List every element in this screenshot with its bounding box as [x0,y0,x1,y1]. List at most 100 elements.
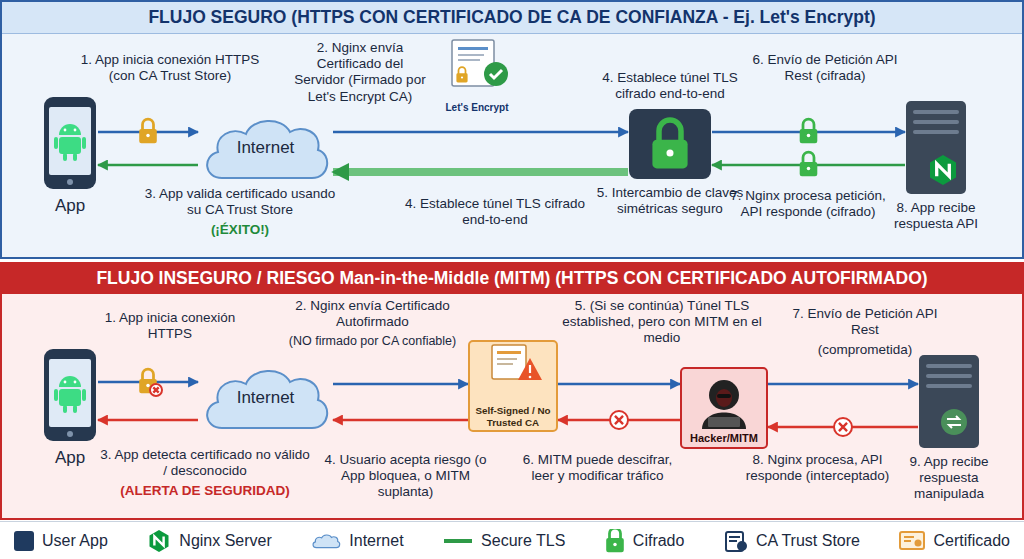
graphic-part [529,376,532,379]
graphic-part [59,376,81,387]
graphic-part [497,358,517,360]
label-holder: 1. App inicia conexión HTTPS (con CA Tru… [70,52,270,84]
connector [98,420,198,421]
label-holder: 3. App valida certificado usando su CA T… [140,186,340,218]
legend-icon [147,529,171,553]
graphic-part [458,59,480,61]
graphic-part [629,109,711,179]
step-label: (NO firmado por CA confiable) [280,334,465,349]
graphic-part [313,535,340,548]
graphic-part [906,101,966,194]
step-text: 4. Establece túnel TLS cifrado end-to-en… [584,70,756,102]
graphic-part [456,73,467,82]
legend-icon [605,529,625,553]
connector [98,165,198,166]
graphic-part [143,369,154,380]
graphic-part [803,119,814,130]
graphic-part [444,539,472,543]
step-label: 8. Nginx procesa, API responde (intercep… [745,452,890,484]
graphic-part [64,381,67,384]
step-label: 1. App inicia conexión HTTPS (con CA Tru… [70,52,270,84]
blocked-icon [834,418,852,436]
graphic-part [666,149,673,156]
graphic-part [904,540,911,542]
label-holder: 6. Envío de Petición API Rest (cifrada) [745,52,905,84]
graphic-part [926,364,972,368]
node-label: App [30,196,110,216]
legend-text: CA Trust Store [756,532,860,550]
graphic-part [708,417,740,427]
graphic-part [469,341,557,431]
legend-icon [311,532,341,550]
graphic-part [807,167,811,171]
connector [768,384,918,385]
phone-icon [42,95,98,191]
graphic-part [926,374,972,378]
broken-lock-icon [139,369,162,396]
step-label: 7. Envío de Petición API Rest [790,306,940,338]
legend-text: Nginx Server [179,532,271,550]
panel-title: FLUJO SEGURO (HTTPS CON CERTIFICADO DE C… [148,7,875,28]
step-label: 4. Establece túnel TLS cifrado end-to-en… [395,196,595,228]
label-holder: (comprometida) [790,342,940,358]
graphic-part [803,152,814,163]
step-label: (ALERTA DE SEGURIDAD) [100,483,310,499]
graphic-part [67,431,73,437]
text-holder: 9. App recibe respuesta manipulada [893,454,1005,503]
graphic-part [926,384,972,388]
graphic-part [490,70,502,78]
label-holder: 3. App detecta certificado no válido / d… [100,447,310,479]
graphic-part [59,137,81,154]
graphic-part [146,384,150,388]
graphic-part [458,54,484,56]
graphic-part [143,119,154,130]
legend-item: CA Trust Store [724,529,860,553]
graphic-part [652,120,687,168]
step-text: 5. Intercambio de claves simétricas segu… [584,185,756,217]
legend-item: Cifrado [605,529,685,553]
graphic-part [702,413,746,430]
step-label: 4. Usuario acepta riesgo (o App bloquea,… [318,452,493,501]
graphic-part [54,389,58,401]
graphic-part [930,155,956,185]
attacker-node: Hacker/MITM [680,367,768,449]
cloud-icon [311,532,341,550]
graphic-part [737,541,747,551]
graphic-part [74,129,77,132]
graphic-part [484,62,508,86]
step-label: 6. Envío de Petición API Rest (cifrada) [745,52,905,84]
text-holder: FLUJO INSEGURO / RIESGO Man-in-the-Middl… [0,262,1024,294]
graphic-part [492,345,526,379]
legend-text: Certificado [933,532,1009,550]
label-holder: 8. Nginx procesa, API responde (intercep… [745,452,890,484]
label-holder: 4. Usuario acepta riesgo (o App bloquea,… [318,452,493,501]
graphic-part [681,368,767,448]
connector [333,420,468,421]
graphic-part [207,121,327,178]
step-label: 2. Nginx envía Certificado del Servidor … [290,40,430,105]
certificate-icon [899,530,925,552]
graphic-part [153,387,158,392]
node-label: Internet [237,388,295,408]
step-label: 3. App valida certificado usando su CA T… [140,186,340,218]
graphic-part [716,389,732,407]
step-label: 6. MITM puede descifrar, leer y modifica… [510,452,685,484]
text-holder: 5. Intercambio de claves simétricas segu… [584,185,756,217]
graphic-part [63,405,67,413]
graphic-part [800,162,818,176]
graphic-part [919,355,979,448]
label-holder: 6. MITM puede descifrar, leer y modifica… [510,452,685,484]
step-label: 7. Nginx procesa petición, API responde … [728,188,888,220]
graphic-part [610,411,628,429]
graphic-part [456,67,467,82]
graphic-part [459,67,466,74]
graphic-part [497,351,521,354]
graphic-part [63,153,67,161]
legend-item: Internet [311,532,403,550]
graphic-part [82,389,86,401]
graphic-part [518,358,542,380]
graphic-part [937,164,950,177]
label-holder: 7. Nginx procesa petición, API responde … [728,188,888,220]
step-text: 8. App recibe respuesta API [876,200,996,232]
